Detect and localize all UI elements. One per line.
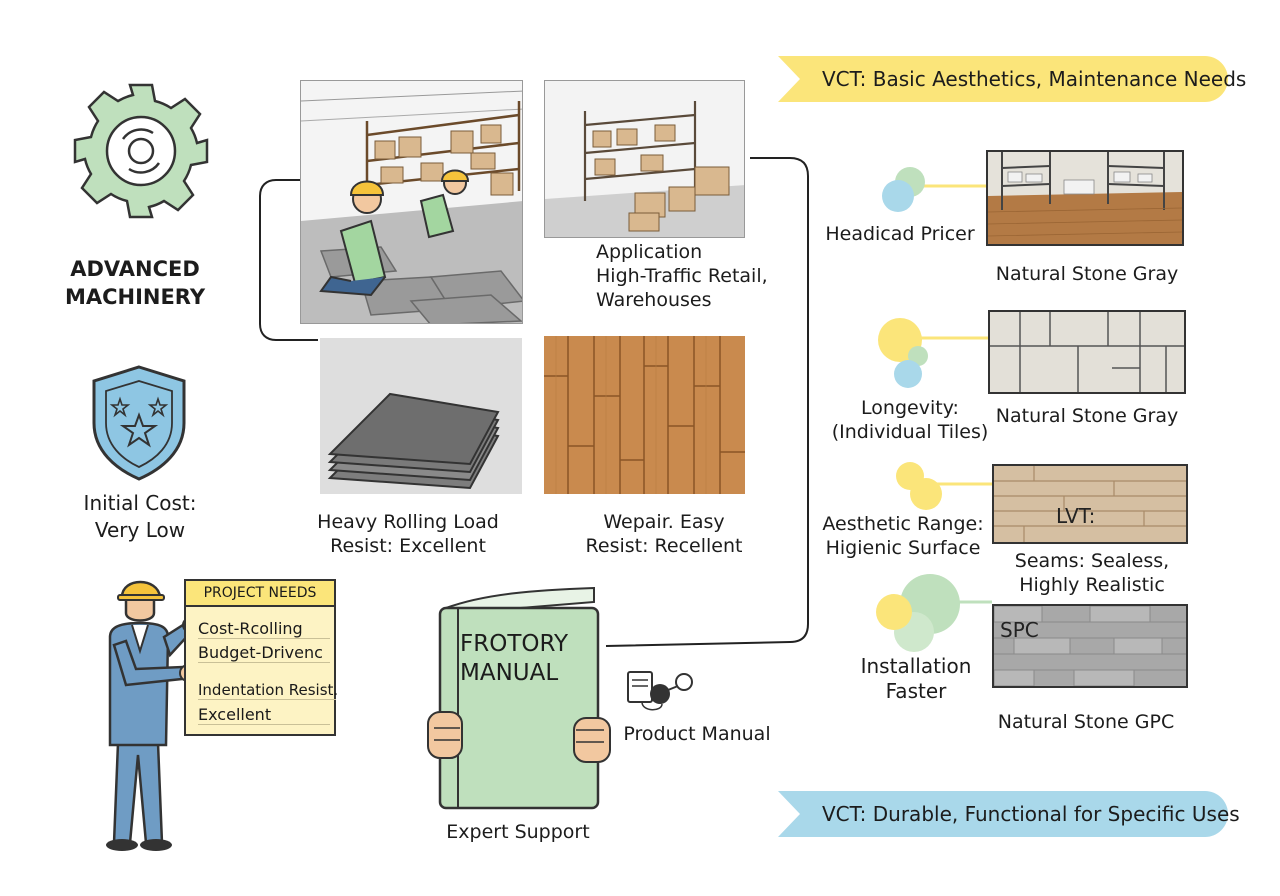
checklist-title: PROJECT NEEDS (186, 581, 334, 607)
shield-icon (84, 363, 194, 483)
row-caption: Natural Stone Gray (995, 263, 1179, 285)
connector-line (600, 150, 820, 660)
warehouse-image (544, 80, 745, 238)
worker-illustration (96, 575, 206, 855)
bubble-icon (872, 316, 994, 392)
application-label: Application High-Traffic Retail, Warehou… (596, 241, 768, 311)
machinery-label: ADVANCED MACHINERY (64, 257, 206, 309)
tile-stack-image (320, 338, 522, 494)
connector-line (258, 178, 318, 344)
spc-stone-image: SPC (992, 604, 1188, 688)
gear-icon (68, 78, 214, 224)
checklist-item: Excellent (198, 705, 330, 725)
top-banner-text: VCT: Basic Aesthetics, Maintenance Needs (822, 67, 1247, 91)
row-label: Installation Faster (860, 654, 972, 703)
top-banner: VCT: Basic Aesthetics, Maintenance Needs (778, 56, 1246, 102)
row-caption: Natural Stone Gray (995, 405, 1179, 427)
row-caption: Natural Stone GPC (997, 711, 1175, 733)
bubble-icon (868, 572, 994, 656)
checklist-item: Cost-Rcolling (198, 619, 330, 639)
bubble-icon (876, 162, 994, 218)
repair-label: Wepair. Easy Resist: Recellent (585, 511, 743, 557)
row-label: Headicad Pricer (825, 223, 975, 245)
tile-text: SPC (1000, 618, 1039, 642)
warehouse-wood-floor-image (986, 150, 1184, 246)
project-needs-checklist: PROJECT NEEDS Cost-Rcolling Budget-Drive… (184, 579, 339, 736)
rolling-load-label: Heavy Rolling Load Resist: Excellent (317, 511, 499, 557)
manual-book (424, 578, 614, 814)
checklist-item: Budget-Drivenc (198, 643, 330, 663)
bottom-banner: VCT: Durable, Functional for Specific Us… (778, 791, 1240, 837)
tile-text: LVT: (1056, 504, 1096, 528)
manual-title: FROTORY MANUAL (460, 631, 569, 686)
bubble-icon (890, 460, 994, 516)
wood-plank-image (544, 336, 745, 494)
installers-image (300, 80, 523, 324)
checklist-item: Indentation Resist. (198, 681, 339, 700)
row-caption: Seams: Sealess, Highly Realistic (1014, 550, 1170, 596)
expert-support-label: Expert Support (446, 821, 590, 843)
lvt-plank-image: LVT: (992, 464, 1188, 544)
document-icon (622, 668, 698, 716)
product-manual-label: Product Manual (623, 723, 771, 745)
bottom-banner-text: VCT: Durable, Functional for Specific Us… (822, 802, 1240, 826)
stone-tile-image (988, 310, 1186, 394)
row-label: Aesthetic Range: Higienic Surface (822, 513, 984, 559)
initial-cost-label: Initial Cost: Very Low (83, 491, 197, 542)
row-label: Longevity: (Individual Tiles) (831, 397, 989, 443)
